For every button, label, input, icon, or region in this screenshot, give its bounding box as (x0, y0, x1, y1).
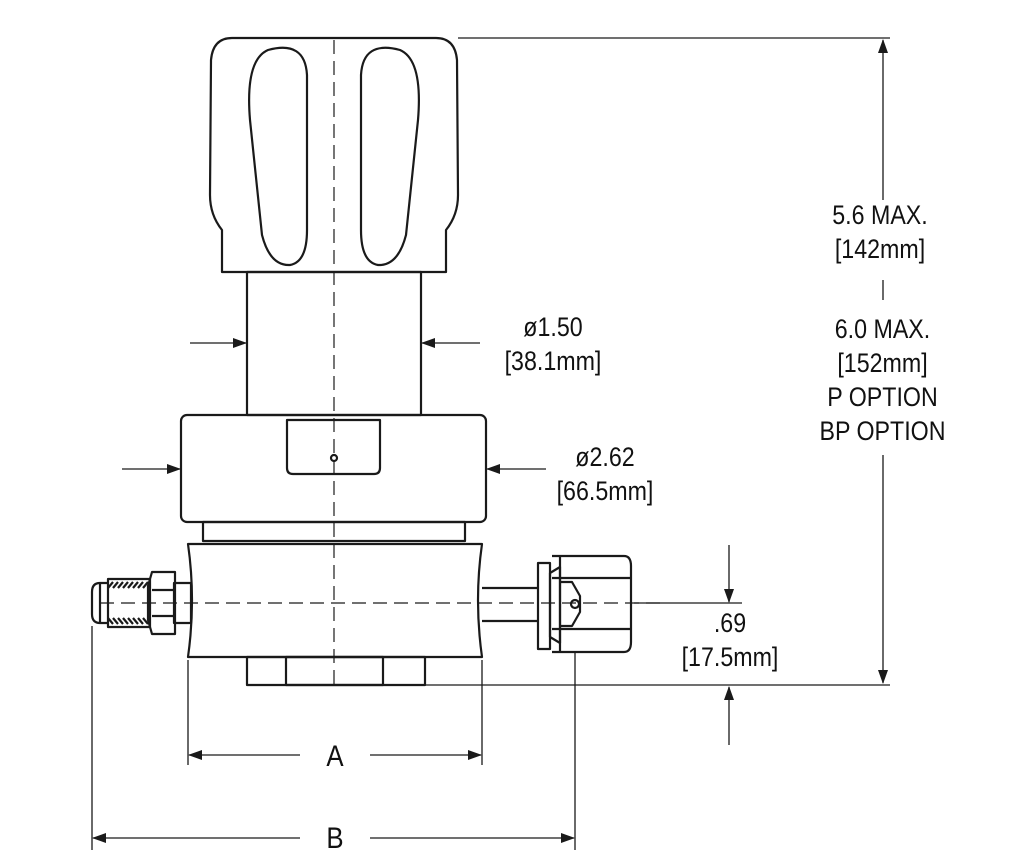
body-diameter-label: ø2.62 [66.5mm] (541, 440, 670, 508)
height-dimension-line (425, 37, 890, 686)
bonnet-diameter-line2: [38.1mm] (504, 346, 602, 376)
body-diameter-line2: [66.5mm] (556, 476, 654, 506)
option-label-line2: [152mm] (837, 348, 928, 378)
port-height-dimension (634, 545, 742, 745)
port-height-label: .69 [17.5mm] (666, 606, 795, 674)
option-label-line1: 6.0 MAX. (834, 314, 931, 344)
dimension-b-line (91, 626, 576, 850)
height-label-line2: [142mm] (834, 234, 926, 264)
dimension-b-label: B (309, 822, 361, 856)
dimension-a-label: A (309, 740, 361, 774)
bonnet-diameter-label: ø1.50 [38.1mm] (489, 310, 618, 378)
height-label-line1: 5.6 MAX. (832, 200, 928, 230)
outlet-fitting (536, 554, 633, 654)
option-label: 6.0 MAX. [152mm] P OPTION BP OPTION (799, 312, 967, 448)
dimension-a-line (187, 660, 483, 765)
dimension-b-text: B (326, 822, 344, 855)
body-diameter-line1: ø2.62 (575, 442, 635, 472)
outlet-tube (482, 586, 538, 623)
dimension-a-text: A (326, 740, 344, 773)
adjustment-knob (208, 36, 460, 274)
height-label: 5.6 MAX. [142mm] (811, 198, 949, 266)
port-height-line2: [17.5mm] (681, 642, 779, 672)
port-height-line1: .69 (713, 608, 747, 638)
bonnet-diameter-line1: ø1.50 (523, 312, 583, 342)
option-label-line3: P OPTION (827, 382, 938, 412)
option-label-line4: BP OPTION (819, 416, 946, 446)
